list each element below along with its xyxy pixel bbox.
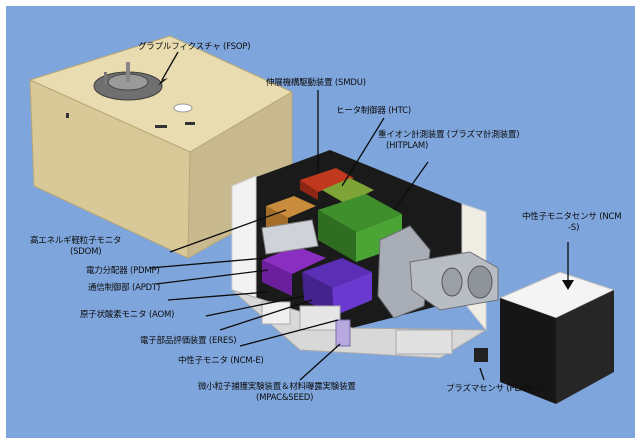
label-pdmp: 電力分配器 (PDMP) bbox=[86, 266, 160, 276]
block-smdu bbox=[300, 168, 354, 192]
metal-bracket bbox=[377, 225, 431, 319]
leader-lines bbox=[149, 51, 569, 381]
housing-left-wall bbox=[231, 175, 257, 303]
label-plasma-sensor: プラズマセンサ (PLAM-S) bbox=[446, 384, 544, 394]
box-lower-right bbox=[395, 329, 453, 355]
plasma-sensor bbox=[474, 348, 488, 362]
arrow-ncm-sensor bbox=[562, 280, 574, 290]
arrow-grapple bbox=[158, 78, 168, 86]
box-eres bbox=[299, 305, 341, 331]
label-htc: ヒータ制御器 (HTC) bbox=[336, 106, 411, 116]
label-apdt: 通信制御部 (APDT) bbox=[88, 283, 161, 293]
block-htc bbox=[322, 178, 374, 204]
label-ncm-sensor: 中性子モニタセンサ (NCM -S) bbox=[522, 212, 622, 233]
block-violet bbox=[302, 258, 372, 288]
label-eres: 電子部品評価装置 (ERES) bbox=[140, 336, 237, 346]
pallet-hole bbox=[173, 103, 193, 113]
block-purple-left bbox=[262, 246, 326, 274]
label-sdom: 高エネルギ軽粒子モニタ (SDOM) bbox=[30, 236, 122, 257]
label-ncm-mid: 中性子モニタ (NCM-E) bbox=[178, 356, 264, 366]
box-mpac bbox=[335, 319, 351, 347]
box-aom bbox=[261, 301, 291, 325]
label-smdu: 伸展機構駆動装置 (SMDU) bbox=[266, 78, 366, 88]
ncm-sensor-front bbox=[500, 298, 556, 404]
ncm-sensor-side bbox=[556, 290, 614, 404]
label-hitplam: 重イオン計測装置 (プラズマ計測装置) (HITPLAM) bbox=[378, 130, 520, 151]
metal-cylinder bbox=[261, 219, 319, 255]
label-grapple-fixture: グラプルフィクスチャ (FSOP) bbox=[138, 42, 251, 52]
label-aom: 原子状酸素モニタ (AOM) bbox=[80, 310, 175, 320]
block-hitplam bbox=[318, 194, 402, 232]
label-mpac: 微小粒子捕獲実験装置＆材料曝露実験装置 (MPAC&SEED) bbox=[198, 382, 356, 403]
